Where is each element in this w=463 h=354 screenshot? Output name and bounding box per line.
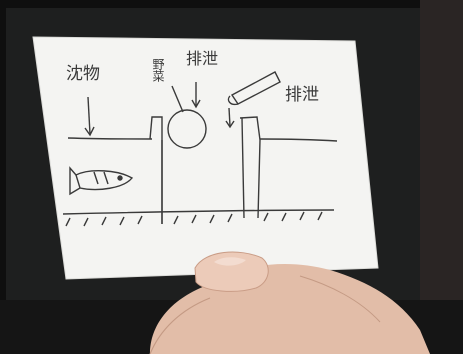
fish-fins <box>93 171 109 185</box>
label-vertical: 野菜 <box>151 58 165 82</box>
arrow-drip <box>228 107 231 127</box>
arrow-left <box>87 96 91 135</box>
pipe <box>230 71 281 105</box>
label-left: 沈物 <box>66 64 100 84</box>
arrow-top-head <box>191 99 201 109</box>
label-top: 排泄 <box>186 49 218 68</box>
fish-tail <box>69 166 81 196</box>
thumbnail <box>214 257 246 266</box>
water-line-right <box>259 138 338 142</box>
paper-card <box>32 36 379 280</box>
palm-crease <box>299 275 381 323</box>
sketch-drawing <box>62 71 338 227</box>
arrow-drip-head <box>225 120 235 129</box>
ground-hatch <box>65 211 323 227</box>
thumb <box>194 251 269 292</box>
finger-crease <box>149 297 211 354</box>
ground-line <box>62 209 335 215</box>
hand <box>149 251 430 354</box>
ball-shape <box>167 109 207 149</box>
fish-eye <box>117 175 123 181</box>
pipe-end <box>227 95 239 106</box>
fish-body <box>75 170 134 191</box>
water-line-left <box>67 137 153 140</box>
arrow-left-head <box>84 126 95 137</box>
tank-right-inner <box>241 117 245 219</box>
label-right: 排泄 <box>285 85 319 105</box>
wall-edge <box>420 0 463 354</box>
diagonal-line <box>171 85 184 113</box>
tank-right-post <box>239 116 261 219</box>
